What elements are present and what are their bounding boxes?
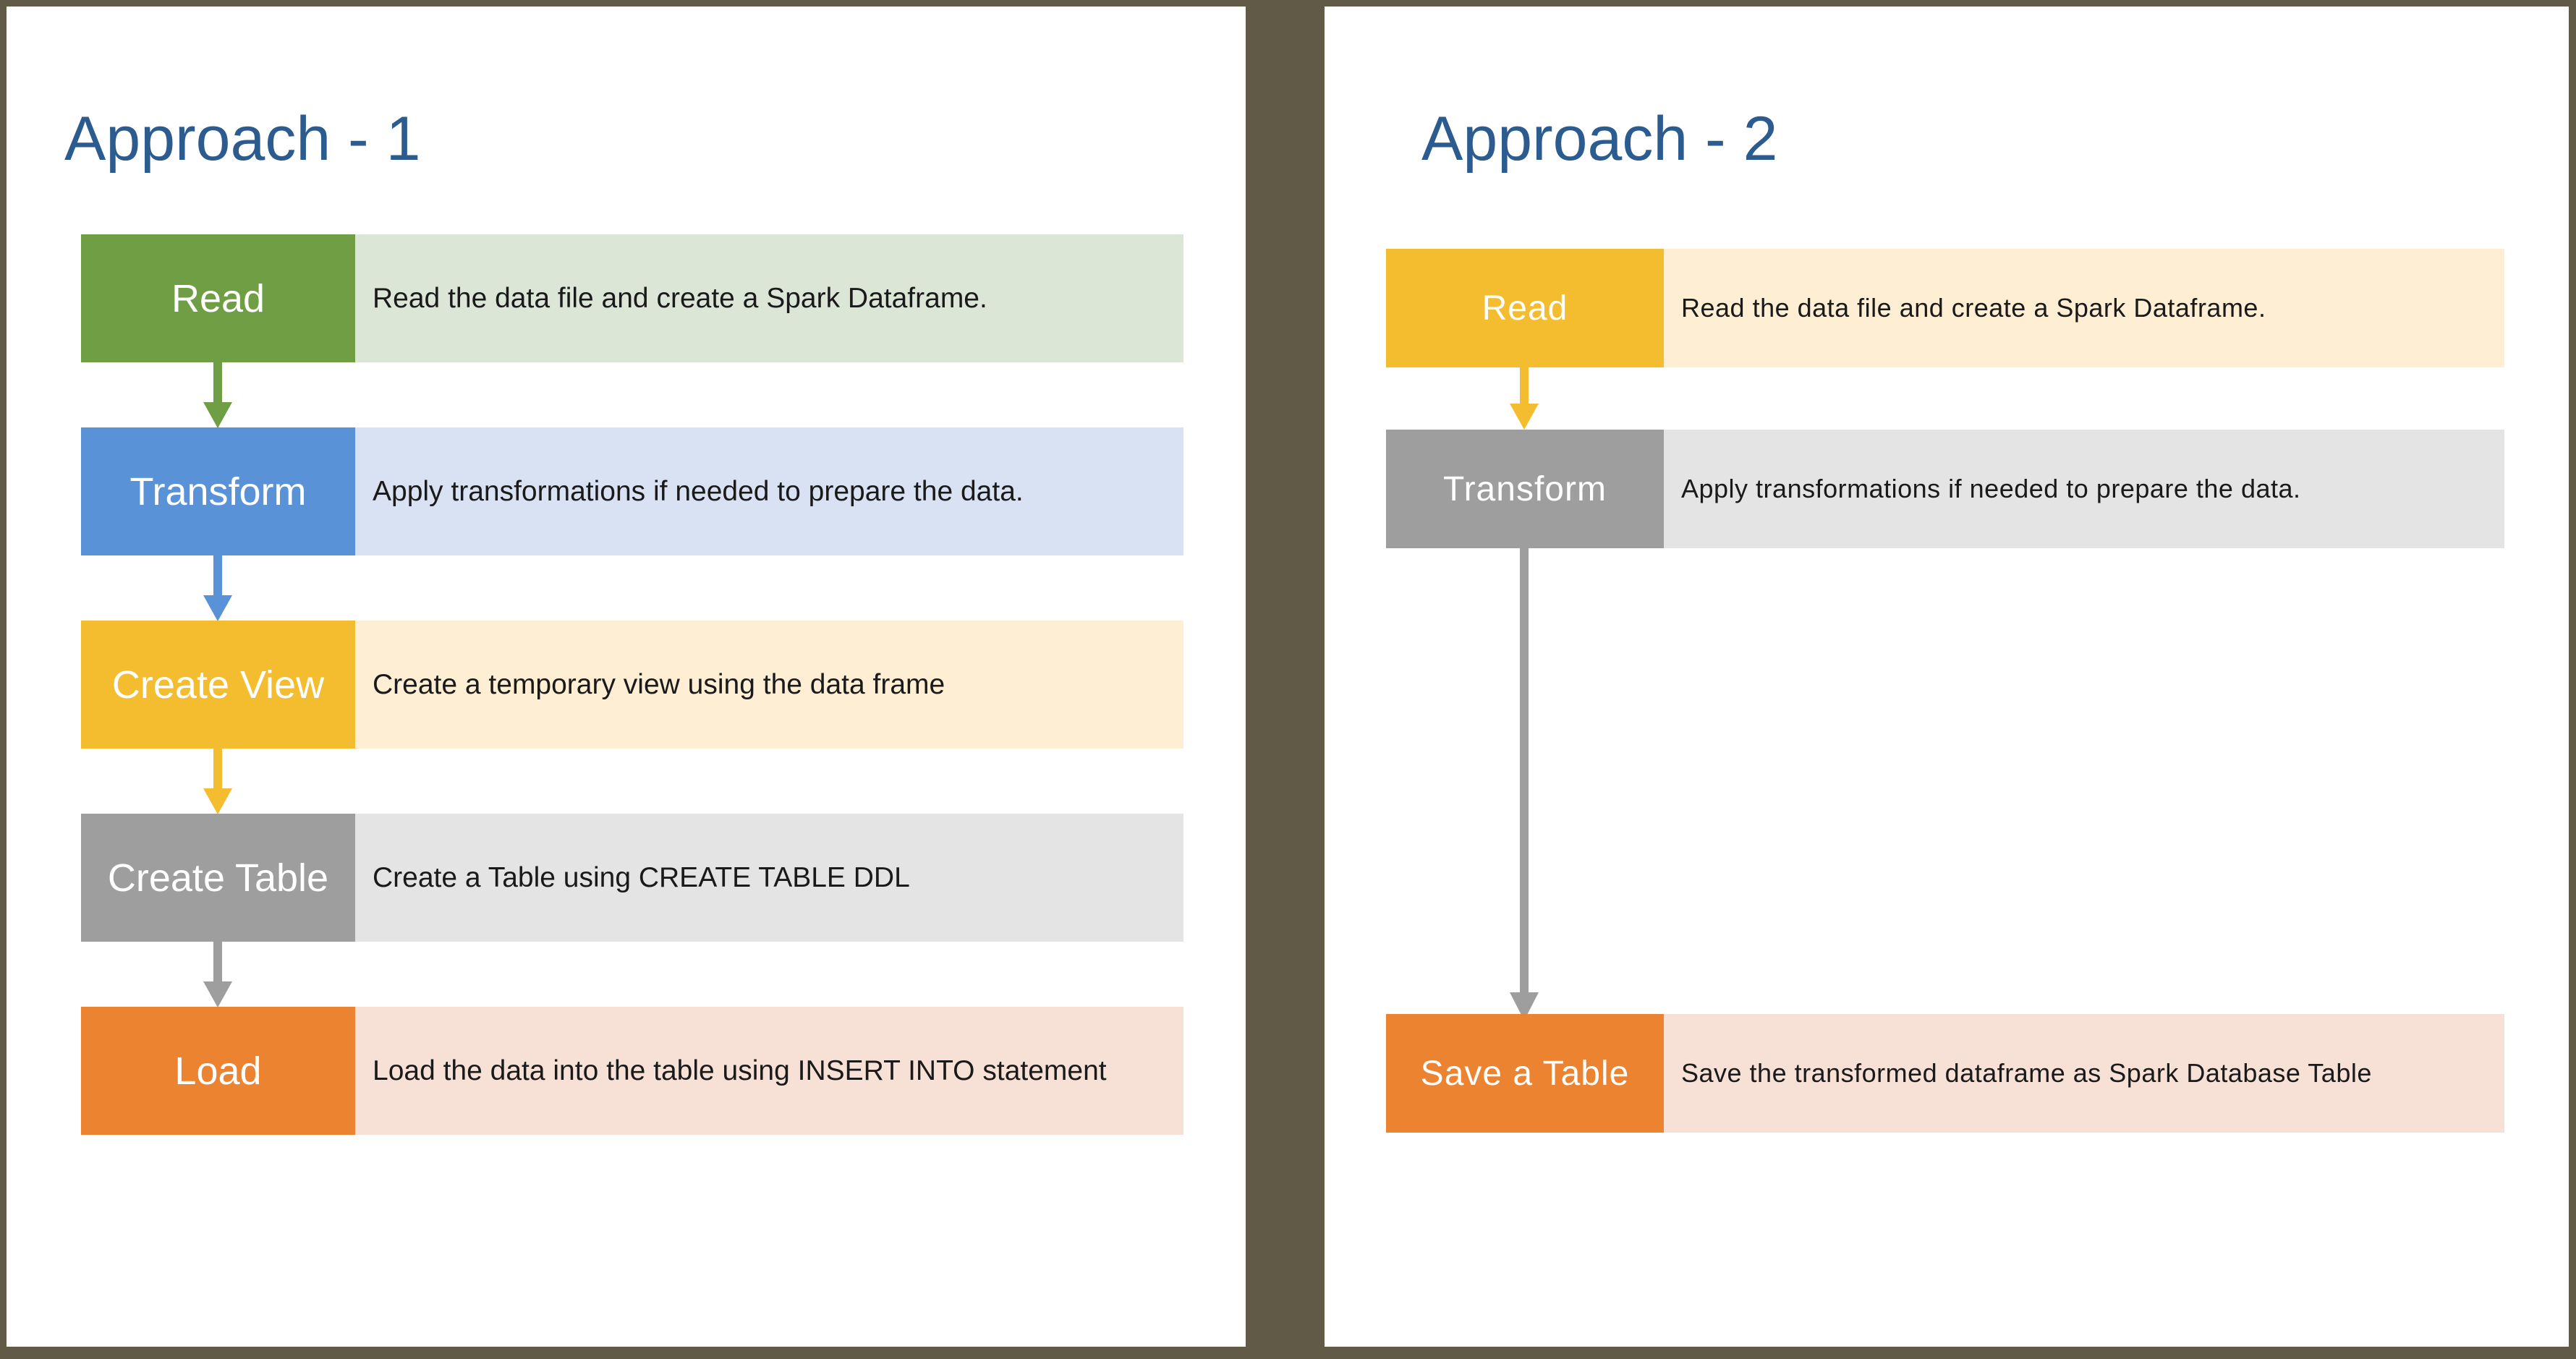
arrow-down-icon [203,555,232,621]
approach-1-title: Approach - 1 [64,104,421,174]
step-description: Load the data into the table using INSER… [355,1007,1183,1135]
step-description: Save the transformed dataframe as Spark … [1664,1014,2504,1133]
step-label: Create Table [81,814,355,942]
approach-2-panel: Approach - 2 Read Read the data file and… [1325,7,2569,1347]
approach-1-step-load: Load Load the data into the table using … [81,1007,1183,1135]
approach-2-step-transform: Transform Apply transformations if neede… [1386,430,2504,548]
step-description: Apply transformations if needed to prepa… [355,427,1183,555]
step-description: Apply transformations if needed to prepa… [1664,430,2504,548]
step-description: Read the data file and create a Spark Da… [1664,249,2504,367]
step-label: Read [1386,249,1664,367]
approach-2-step-read: Read Read the data file and create a Spa… [1386,249,2504,367]
arrow-down-icon [203,749,232,814]
approach-1-step-create-view: Create View Create a temporary view usin… [81,621,1183,749]
approach-2-title: Approach - 2 [1421,104,1778,174]
step-description: Create a temporary view using the data f… [355,621,1183,749]
approach-1-step-create-table: Create Table Create a Table using CREATE… [81,814,1183,942]
step-label: Transform [1386,430,1664,548]
approach-2-step-save-table: Save a Table Save the transformed datafr… [1386,1014,2504,1133]
step-label: Create View [81,621,355,749]
approach-1-step-transform: Transform Apply transformations if neede… [81,427,1183,555]
step-label: Transform [81,427,355,555]
step-label: Read [81,234,355,362]
arrow-down-icon [203,362,232,428]
step-label: Save a Table [1386,1014,1664,1133]
step-label: Load [81,1007,355,1135]
approach-1-panel: Approach - 1 Read Read the data file and… [7,7,1246,1347]
arrow-down-icon [1510,367,1539,430]
arrow-down-icon [1510,548,1539,1021]
approach-1-step-read: Read Read the data file and create a Spa… [81,234,1183,362]
step-description: Read the data file and create a Spark Da… [355,234,1183,362]
arrow-down-icon [203,942,232,1007]
step-description: Create a Table using CREATE TABLE DDL [355,814,1183,942]
